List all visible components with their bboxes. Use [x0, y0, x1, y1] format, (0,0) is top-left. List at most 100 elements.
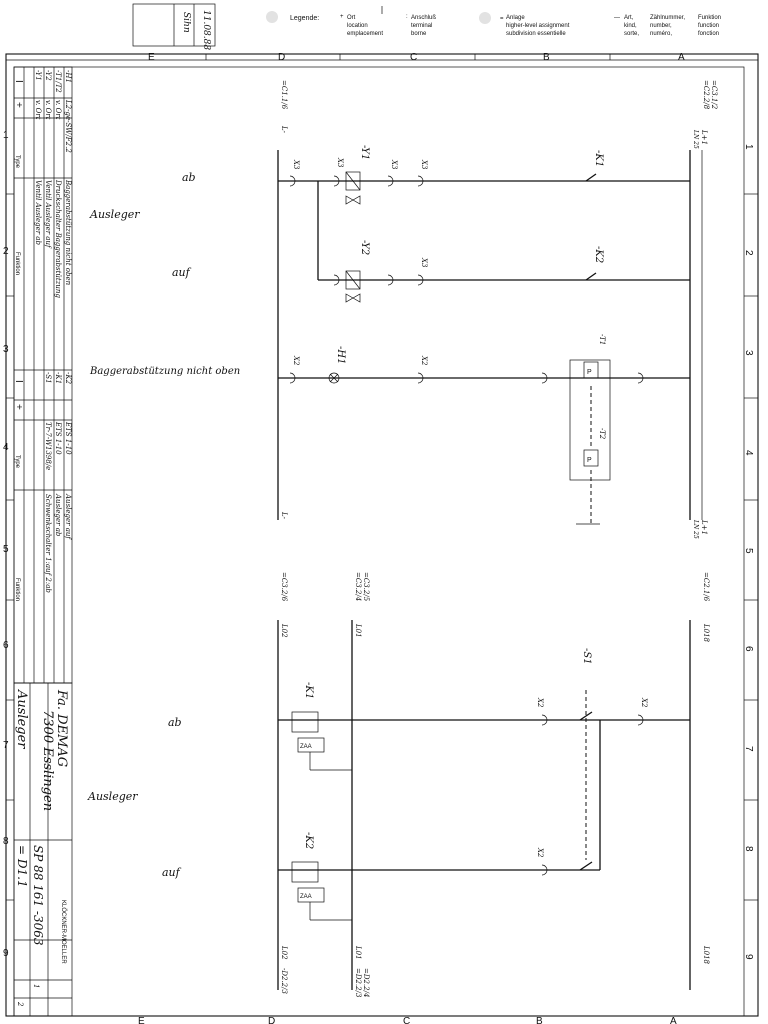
- title-sheet-number: 1: [32, 984, 40, 988]
- component-y2-label: -Y2: [359, 240, 370, 255]
- row-label-left-9: 9: [3, 948, 9, 959]
- branch-y2-auf: auf -Y2 X3 -K2: [172, 181, 690, 303]
- relay-k1-zaa: ZAA: [300, 744, 312, 750]
- header-date: 11.08.88: [201, 10, 211, 50]
- legend-function-de: Funktion: [698, 15, 721, 21]
- terminal-x2-9-label: X2: [640, 697, 648, 708]
- pressure-switch-t2: [583, 449, 599, 467]
- legend-symbol-terminal: :: [406, 14, 408, 20]
- rail-label-l02: L02: [280, 623, 288, 638]
- valve-y1-icon: [345, 195, 361, 205]
- legend-function-fr: fonction: [698, 31, 719, 37]
- title-drawing-number: SP 88 161 -3063: [31, 845, 45, 946]
- legend-mark-icon-2: [479, 12, 491, 24]
- rail-ref-c3-5: =C3.2/5: [362, 572, 370, 602]
- col-label-d-bottom: D: [268, 1016, 275, 1024]
- terminal-x3c-label: X3: [420, 159, 428, 170]
- terminal-x3-5-label: X3: [292, 159, 300, 170]
- terminal-x2-7-label: X2: [420, 355, 428, 366]
- rail-label-l01: L01: [354, 623, 362, 638]
- row-label-2: 2: [743, 250, 754, 256]
- row-label-8: 8: [743, 846, 754, 852]
- rail-label-bottom-left: L-: [280, 511, 288, 520]
- row-label-left-4: 4: [3, 442, 9, 453]
- contact-k1: [585, 173, 597, 182]
- legend-terminal-de: Anschluß: [411, 15, 436, 21]
- relay-k1-box: [291, 711, 319, 733]
- rail-ref-c2-6: =C2.1/6: [702, 572, 710, 602]
- legend-row-k2-type: ETS 1-10: [64, 421, 72, 455]
- legend-col-function: Funktion: [14, 252, 20, 275]
- component-k1-label-upper: -K1: [593, 150, 604, 167]
- lower-circuit: =C3.2/6 =C3.2/4 =C3.2/5 =C2.1/6 L02 L01 …: [87, 572, 710, 998]
- column-labels-top: E D C B A: [148, 52, 685, 63]
- rail-ref-top-left: =C1.1/6: [280, 80, 288, 110]
- pressure-switch-t1: [583, 361, 599, 379]
- legend-row-y1-tag: -Y1: [34, 70, 42, 81]
- legend-row-y2-function: Ventil Ausleger auf: [44, 180, 52, 249]
- rail-label-bottom-right: L+1: [700, 519, 708, 535]
- legend-terminal-fr: borne: [411, 31, 427, 37]
- legend-function-en: function: [698, 23, 719, 29]
- relay-k2-zaa: ZAA: [300, 894, 312, 900]
- rail-label-l018: L018: [702, 623, 710, 643]
- relay-k2-box: [291, 861, 319, 883]
- title-company: Fa. DEMAG: [54, 689, 69, 767]
- component-k2-label-upper: -K2: [593, 246, 604, 263]
- legend-number-fr: numéro,: [650, 31, 672, 37]
- rail-ref-c3-6: =C3.2/6: [280, 572, 288, 602]
- legend-row-s1-tag: -S1: [44, 372, 52, 384]
- rail-end-ref-d2-3b: =D2.2/3: [354, 968, 362, 998]
- rail-ref-top-right-2: =C2.2/8: [702, 80, 710, 110]
- rail-ref-c3-4: =C3.2/4: [354, 572, 362, 601]
- legend-row-h1-type: L2-ge-SW/F2.2: [64, 99, 72, 153]
- legend-col-function-2: Funktion: [14, 578, 20, 601]
- legend-rows-group-2: -K2 ETS 1-10 Ausleger auf -K1 ETS 1-10 A…: [44, 372, 72, 593]
- legend-symbol-kind: —: [614, 15, 620, 21]
- legend-kind-fr: sorte,: [624, 31, 639, 37]
- legend-col-type: Type: [14, 155, 20, 169]
- legend-row-t-tag: -T1/T2: [54, 70, 62, 93]
- column-dividers-top: [205, 54, 611, 60]
- label-ab-upper: ab: [182, 171, 196, 184]
- valve-y1-coil: [345, 171, 361, 191]
- row-dividers-right: [6, 193, 758, 901]
- row-label-left-8: 8: [3, 836, 9, 847]
- col-label-b-bottom: B: [536, 1016, 543, 1024]
- branch-k2-auf: auf -K2 ZAA X2: [162, 720, 601, 921]
- title-company-address: 7300 Esslingen: [40, 710, 55, 811]
- switch-s1-contact-1: [579, 711, 593, 721]
- rail-end-label-l018: L018: [702, 945, 710, 965]
- legend-terminal-en: terminal: [411, 23, 432, 29]
- legend-row-y2-type: v. Ort: [44, 100, 52, 120]
- row-label-left-5: 5: [3, 544, 9, 555]
- label-ab-lower: ab: [168, 716, 182, 729]
- pressure-switch-t1-p: P: [587, 369, 592, 376]
- drawing-frame: E D C B A E D C B A 1 2 3 4 5 6 7 8 9 1 …: [3, 52, 759, 1024]
- legend-row-s1-type: Tr-7-W1398/e: [44, 422, 52, 470]
- rail-end-label-l01: L01: [354, 945, 362, 960]
- branch-k1-ab: ab Ausleger -K1 ZAA X2 -S1 X2: [87, 648, 690, 860]
- row-label-3: 3: [743, 350, 754, 356]
- legend-row-k1-tag: -K1: [54, 372, 62, 384]
- valve-y2-coil: [345, 270, 361, 290]
- header-strip: 11.08.88 Sihn Legende: + Ort location em…: [132, 3, 721, 50]
- terminal-x3a-label: X3: [336, 157, 344, 168]
- rail-end-label-l02: L02: [280, 945, 288, 960]
- column-labels-bottom: E D C B A: [138, 1016, 677, 1024]
- row-labels-right: 1 2 3 4 5 6 7 8 9: [743, 144, 754, 960]
- legend-title: Legende:: [290, 15, 319, 22]
- row-label-left-1: 1: [3, 130, 9, 141]
- component-y1-label: -Y1: [359, 145, 370, 160]
- col-label-e: E: [148, 52, 155, 63]
- legend-col-minus-2: I: [13, 380, 24, 383]
- rail-label-top-right: L+1: [700, 129, 708, 145]
- title-sheet-total: 2: [16, 1001, 24, 1007]
- legend-place-en: location: [347, 23, 368, 29]
- legend-col-plus-2: +: [13, 404, 24, 410]
- legend-number-en: number,: [650, 23, 672, 29]
- component-k2-label-lower: -K2: [303, 832, 314, 849]
- branch-y1-ab: ab Ausleger X3 X3 -Y1 X3 X3 -K1: [89, 145, 690, 221]
- row-label-1: 1: [743, 144, 754, 150]
